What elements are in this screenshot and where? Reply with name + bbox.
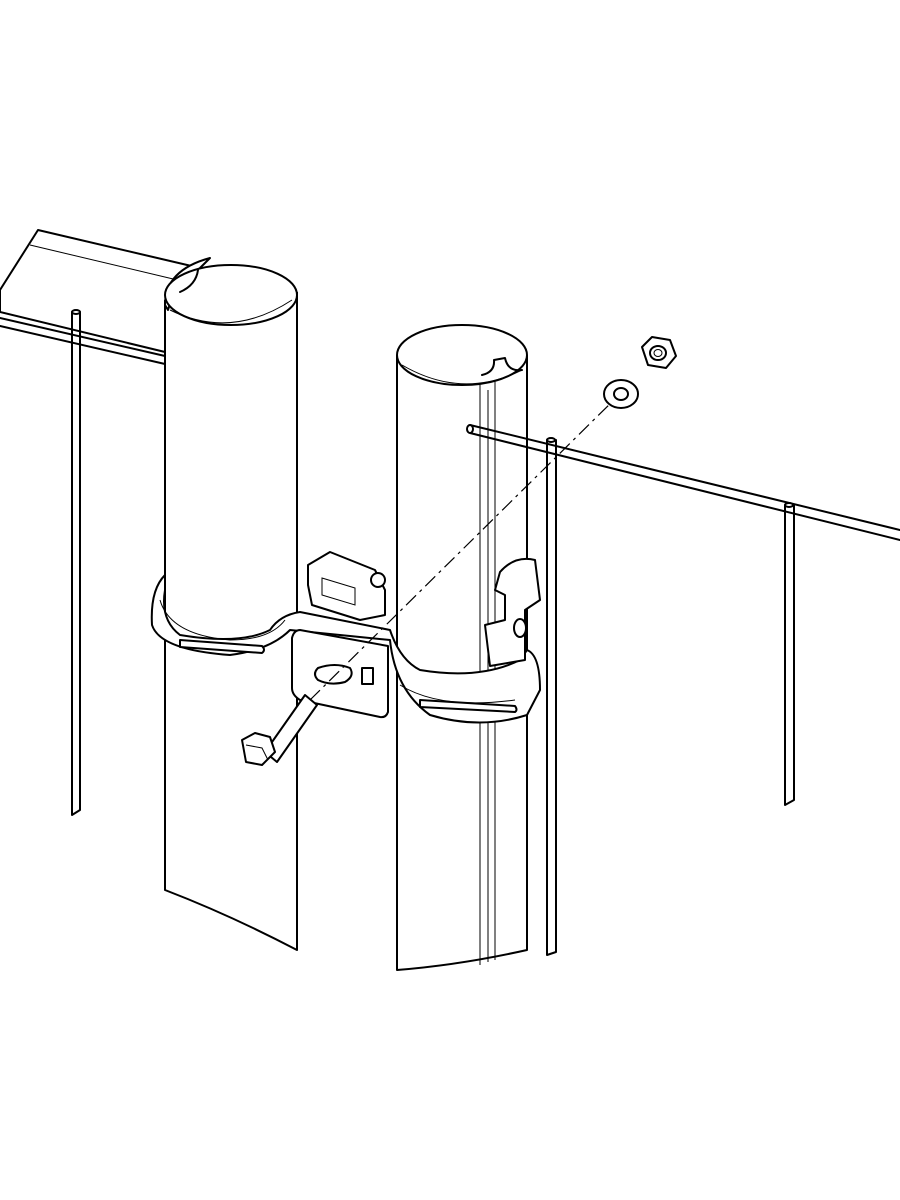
- left-post: [164, 257, 298, 951]
- right-fence-panel: [466, 424, 900, 956]
- right-post: [396, 324, 528, 971]
- hex-nut: [641, 336, 677, 369]
- washer: [603, 379, 639, 409]
- assembly-axis-line: [309, 391, 623, 701]
- post-clamp: [150, 551, 541, 724]
- bolt: [241, 694, 318, 766]
